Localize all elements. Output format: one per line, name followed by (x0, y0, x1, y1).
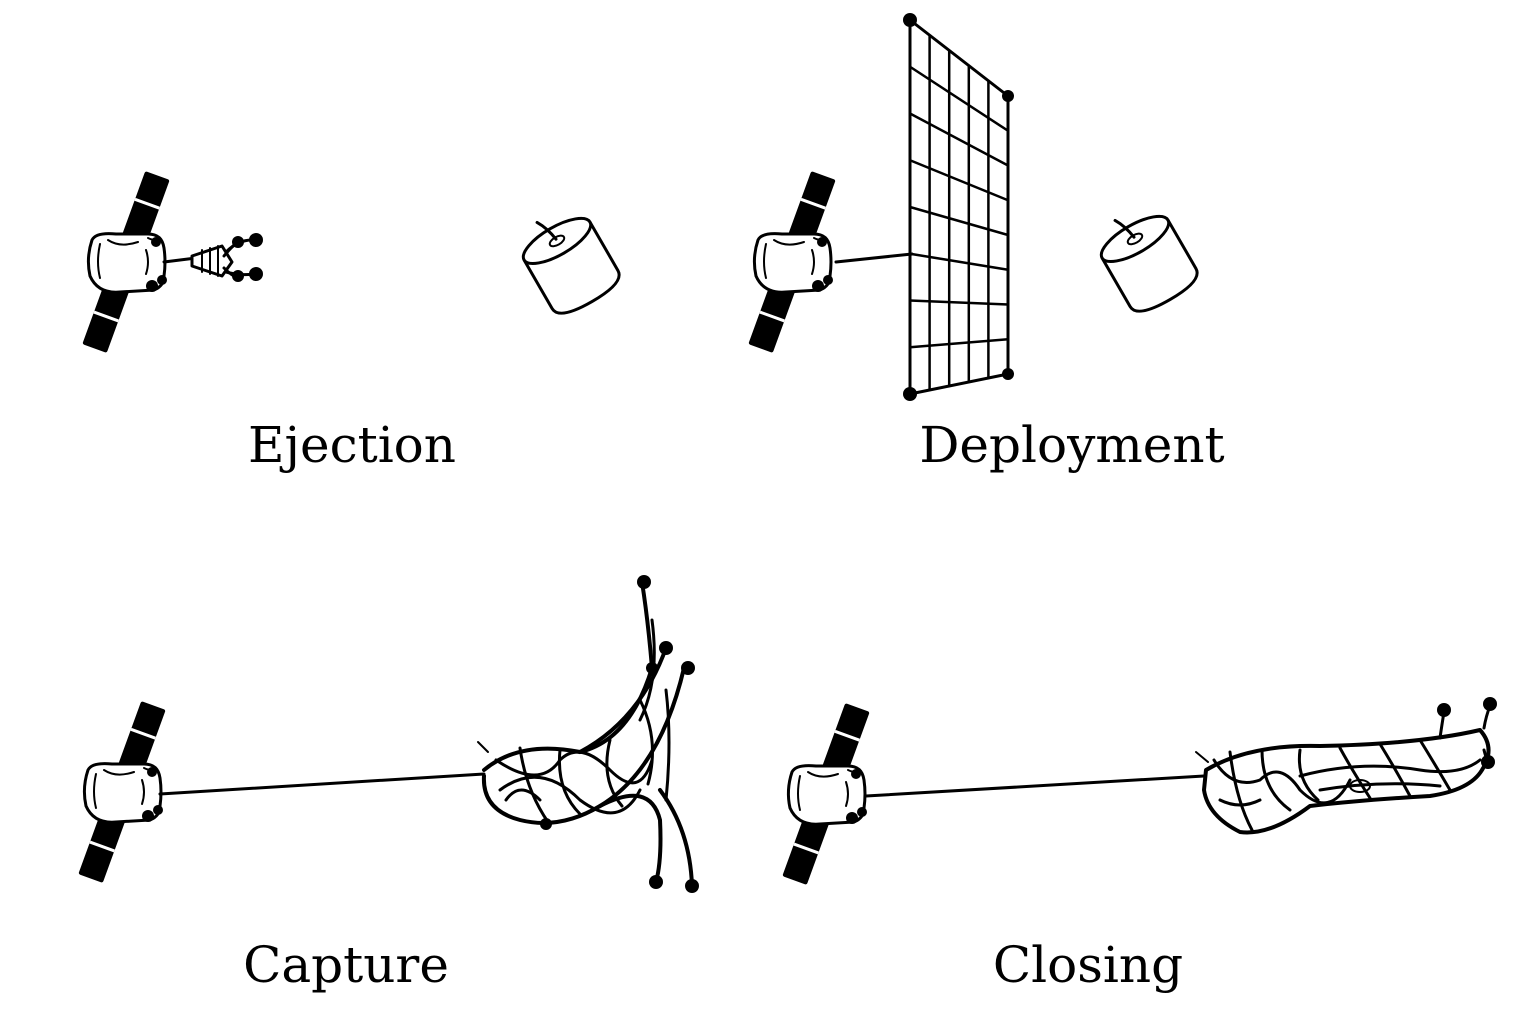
satellite-icon (746, 169, 838, 355)
net-icon (477, 575, 699, 893)
satellite-icon (80, 169, 172, 355)
caption-capture: Capture (243, 936, 449, 994)
net-icon (903, 13, 1014, 401)
net-canister-icon (162, 233, 263, 282)
caption-ejection: Ejection (248, 416, 456, 474)
debris-icon (509, 197, 627, 323)
net-icon (1195, 697, 1497, 835)
stage-closing: Closing (780, 697, 1497, 994)
satellite-icon (76, 699, 168, 885)
stage-ejection: Ejection (80, 169, 627, 474)
stage-capture: Capture (76, 575, 699, 994)
debris-icon (1087, 195, 1205, 321)
satellite-icon (780, 701, 872, 887)
stage-deployment: Deployment (746, 13, 1225, 474)
caption-closing: Closing (993, 936, 1183, 994)
caption-deployment: Deployment (919, 416, 1224, 474)
